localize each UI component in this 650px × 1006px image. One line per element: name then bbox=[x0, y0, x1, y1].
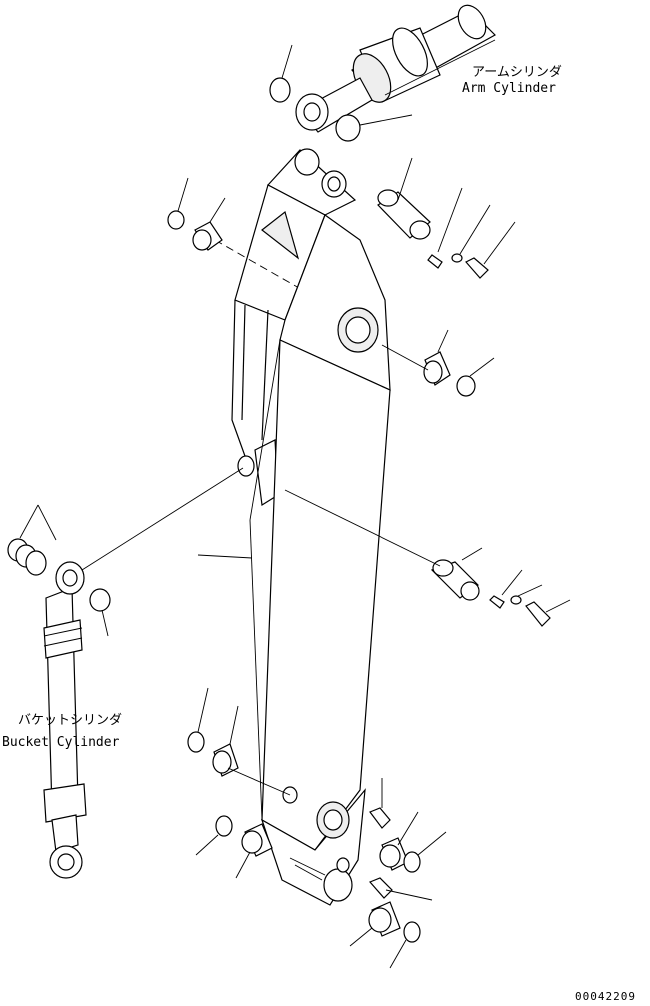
grease-fitting-bolt[interactable] bbox=[369, 807, 391, 829]
shim-washer[interactable] bbox=[89, 588, 111, 612]
shim-washer[interactable] bbox=[269, 77, 291, 103]
arm-cylinder-label-en: Arm Cylinder bbox=[462, 81, 556, 96]
snap-ring[interactable] bbox=[215, 815, 233, 837]
document-number: 00042209 bbox=[575, 990, 636, 1003]
bucket-cylinder-label-en: Bucket Cylinder bbox=[2, 735, 120, 750]
pin-washer[interactable] bbox=[510, 595, 522, 605]
bucket-cylinder-label-jp: バケットシリンダ bbox=[18, 713, 122, 728]
bucket-cylinder[interactable] bbox=[43, 561, 87, 879]
pin-bolt[interactable] bbox=[465, 257, 489, 279]
arm-top-pin[interactable] bbox=[377, 189, 431, 240]
grease-fitting-bolt[interactable] bbox=[368, 877, 393, 899]
lock-pin[interactable] bbox=[427, 254, 443, 269]
snap-ring[interactable] bbox=[187, 731, 205, 753]
arm-cylinder[interactable] bbox=[295, 0, 496, 133]
thrust-washer[interactable] bbox=[335, 114, 361, 142]
arm-body[interactable] bbox=[214, 148, 391, 906]
snap-ring[interactable] bbox=[167, 210, 185, 230]
shim-set[interactable] bbox=[7, 538, 47, 576]
bucket-cylinder-pin[interactable] bbox=[430, 559, 480, 601]
pin-bolt[interactable] bbox=[525, 601, 551, 627]
lock-pin[interactable] bbox=[489, 595, 505, 609]
arm-cylinder-label-jp: アームシリンダ bbox=[472, 65, 562, 80]
pin-washer[interactable] bbox=[451, 253, 463, 263]
snap-ring[interactable] bbox=[456, 375, 476, 397]
snap-ring[interactable] bbox=[403, 921, 421, 943]
snap-ring[interactable] bbox=[403, 851, 421, 873]
